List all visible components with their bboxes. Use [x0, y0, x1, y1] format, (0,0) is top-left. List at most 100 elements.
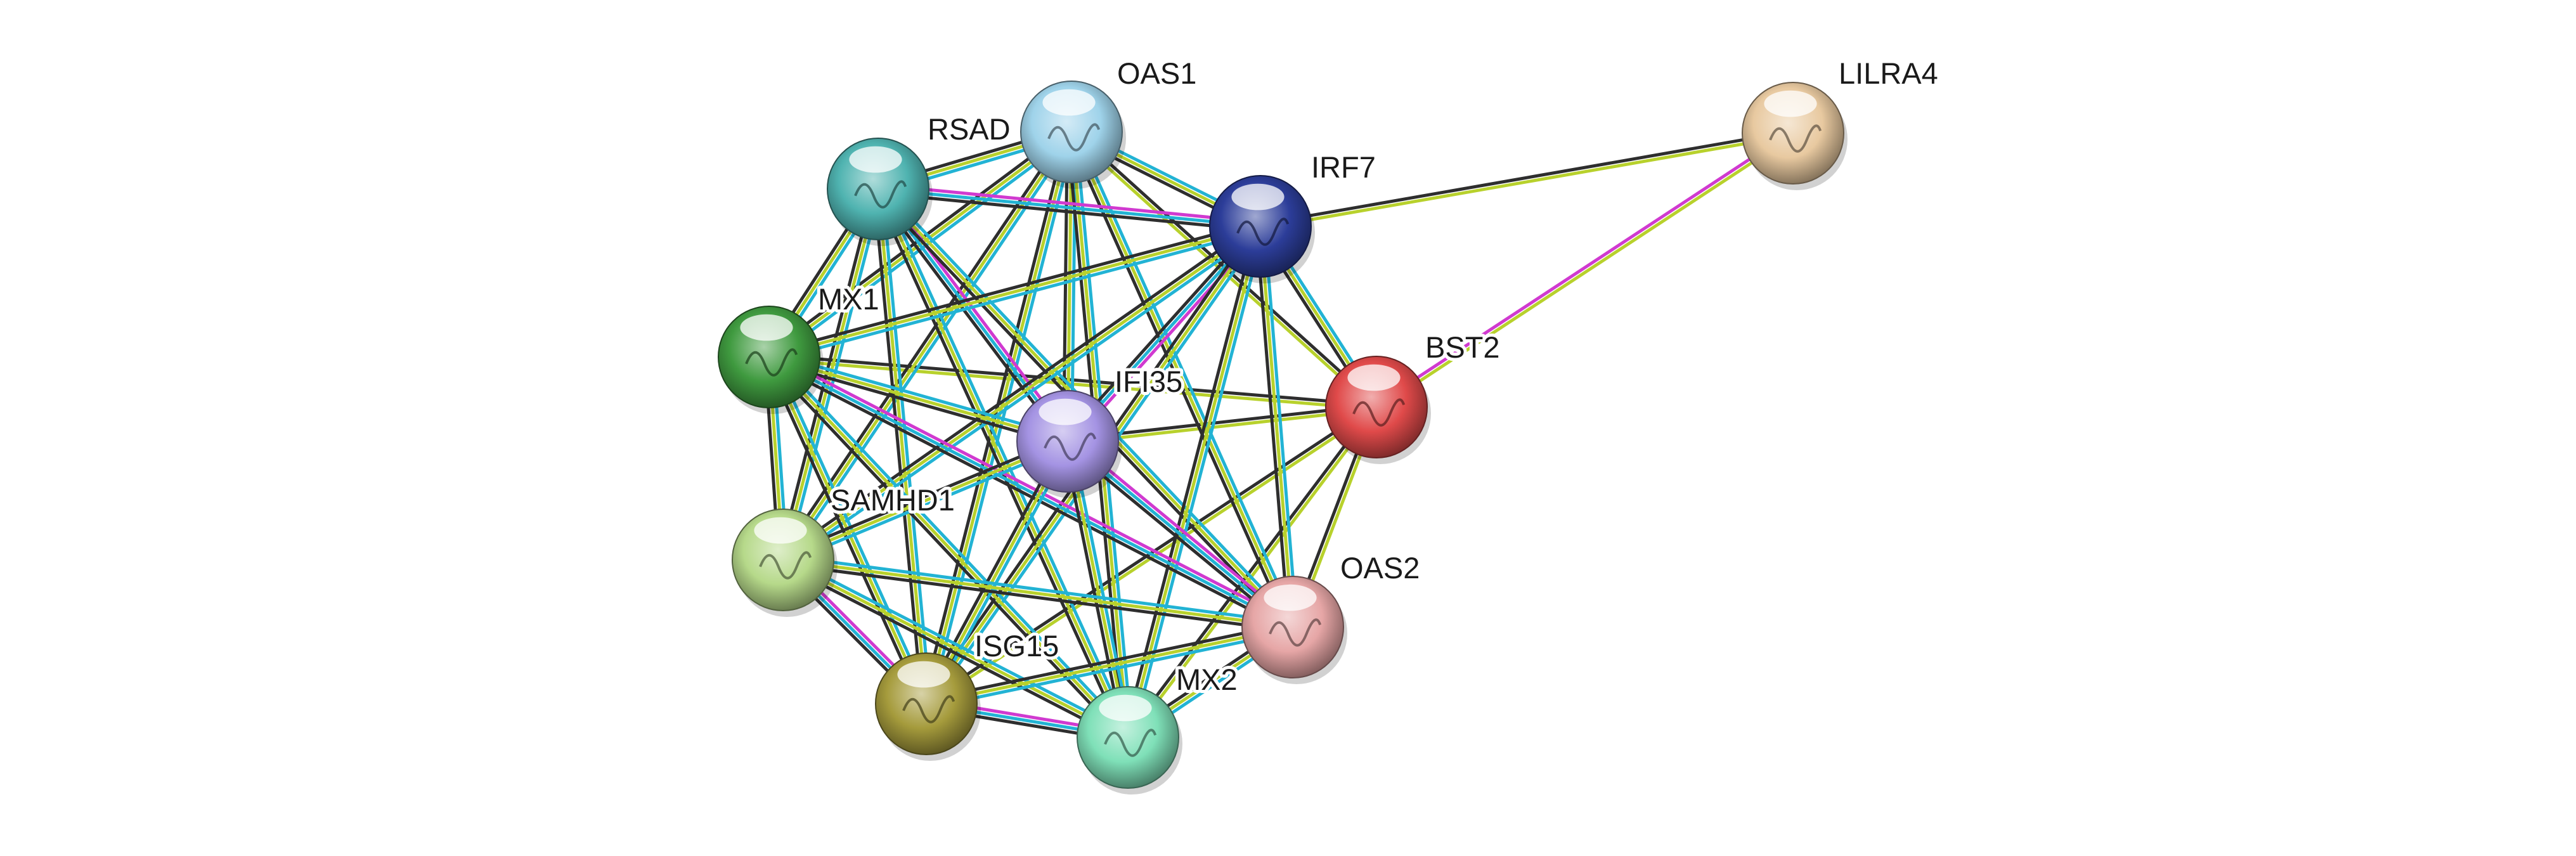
- node-highlight: [1764, 90, 1817, 117]
- edge-line-database: [768, 351, 1071, 439]
- edge-line-database: [771, 353, 932, 704]
- edge-line-experimental: [1373, 129, 1794, 407]
- edge-line-textmining: [781, 439, 1070, 562]
- edge-line-coexpression: [780, 562, 1294, 633]
- node-highlight: [1231, 183, 1285, 211]
- edge-irf7-samhd1[interactable]: [779, 221, 1265, 565]
- edge-line-experimental: [879, 185, 1073, 441]
- node-highlight: [754, 517, 807, 544]
- node-oas2[interactable]: OAS2: [1241, 548, 1423, 684]
- edge-irf7-mx1[interactable]: [766, 221, 1264, 363]
- edge-line-coexpression: [924, 621, 1294, 702]
- node-highlight: [1042, 89, 1096, 116]
- edge-line-textmining: [781, 224, 1262, 562]
- protein-structure-icon: [1236, 217, 1290, 246]
- edge-line-textmining: [781, 558, 1130, 739]
- protein-structure-icon: [854, 180, 907, 209]
- edge-ifi35-samhd1[interactable]: [780, 436, 1071, 566]
- node-bst2[interactable]: BST2: [1325, 327, 1503, 464]
- node-rsad[interactable]: RSAD: [827, 109, 1014, 246]
- node-label: BST2: [1425, 330, 1500, 364]
- edge-line-experimental: [877, 183, 1263, 224]
- edge-line-database: [876, 187, 1262, 228]
- edge-line-database: [782, 554, 1295, 625]
- edge-line-textmining: [781, 558, 1295, 629]
- node-label: MX2: [1176, 663, 1238, 696]
- edge-line-coexpression: [1258, 129, 1794, 226]
- node-mx1[interactable]: MX1: [718, 279, 883, 414]
- edge-line-coexpression: [872, 188, 924, 706]
- edge-line-textmining: [1259, 133, 1796, 230]
- protein-structure-icon: [1104, 729, 1157, 757]
- node-label: MX1: [818, 282, 879, 316]
- node-oas1[interactable]: OAS1: [1020, 53, 1200, 189]
- protein-structure-icon: [1047, 123, 1101, 152]
- edge-line-coexpression: [765, 359, 1293, 633]
- edge-line-coexpression: [873, 190, 1066, 446]
- node-label: OAS1: [1117, 56, 1196, 90]
- edge-samhd1-mx2[interactable]: [779, 554, 1132, 743]
- node-label: SAMHD1: [831, 483, 955, 517]
- edge-line-coexpression: [1124, 404, 1376, 738]
- node-ifi35[interactable]: IFI35: [1016, 361, 1186, 498]
- edge-bst2-mx2[interactable]: [1124, 404, 1380, 741]
- edge-line-coexpression: [1122, 223, 1259, 738]
- node-highlight: [849, 146, 902, 173]
- edge-line-database: [876, 187, 1070, 443]
- edge-line-coexpression: [766, 221, 1261, 355]
- edge-line-coexpression: [1255, 225, 1291, 630]
- edge-line-textmining: [767, 355, 1070, 443]
- edge-mx1-isg15[interactable]: [763, 353, 932, 708]
- protein-structure-icon: [1769, 124, 1822, 153]
- edge-rsad-ifi35[interactable]: [873, 185, 1073, 446]
- edge-rsad-irf7[interactable]: [876, 183, 1263, 232]
- edge-line-database: [925, 629, 1295, 710]
- edge-line-coexpression: [763, 357, 924, 708]
- edge-line-coexpression: [779, 221, 1260, 559]
- edge-irf7-oas2[interactable]: [1255, 224, 1298, 630]
- protein-structure-icon: [1269, 618, 1322, 647]
- node-lilra4[interactable]: LILRA4: [1742, 53, 1941, 190]
- edge-line-textmining: [1259, 224, 1295, 629]
- node-highlight: [740, 314, 793, 341]
- edge-rsad-isg15[interactable]: [872, 186, 932, 706]
- node-label: IFI35: [1115, 365, 1182, 398]
- edge-line-textmining: [767, 355, 928, 706]
- edge-line-textmining: [1376, 133, 1796, 411]
- node-highlight: [1347, 364, 1401, 391]
- edge-line-database: [1262, 224, 1298, 628]
- edge-line-coexpression: [876, 191, 1262, 232]
- edge-line-database: [880, 186, 932, 705]
- node-label: ISG15: [974, 629, 1059, 663]
- edge-line-database: [784, 228, 1265, 565]
- node-label: LILRA4: [1839, 56, 1938, 90]
- edge-line-database: [770, 353, 1133, 737]
- edge-oas2-isg15[interactable]: [924, 621, 1295, 710]
- node-mx2[interactable]: MX2: [1077, 659, 1241, 794]
- protein-structure-icon: [759, 551, 812, 580]
- node-irf7[interactable]: IRF7: [1209, 147, 1379, 283]
- edge-line-database: [767, 355, 1295, 629]
- edge-line-database: [783, 554, 1132, 736]
- edge-mx1-ifi35[interactable]: [766, 351, 1071, 447]
- edge-irf7-lilra4[interactable]: [1258, 129, 1796, 230]
- node-highlight: [1099, 694, 1152, 722]
- node-highlight: [897, 661, 950, 688]
- protein-structure-icon: [1044, 432, 1097, 461]
- edge-line-coexpression: [779, 562, 1128, 743]
- edge-line-textmining: [876, 187, 928, 706]
- edge-mx1-oas2[interactable]: [765, 351, 1297, 633]
- edge-line-textmining: [1128, 406, 1380, 741]
- node-highlight: [1039, 398, 1092, 425]
- node-isg15[interactable]: ISG15: [875, 626, 1062, 761]
- edge-line-coexpression: [764, 358, 1127, 742]
- protein-structure-icon: [1352, 398, 1406, 427]
- node-samhd1[interactable]: SAMHD1: [732, 480, 958, 617]
- node-label: OAS2: [1340, 551, 1420, 585]
- edge-samhd1-oas2[interactable]: [780, 554, 1295, 633]
- edge-line-database: [768, 228, 1264, 363]
- edge-line-experimental: [769, 351, 1297, 625]
- edge-bst2-lilra4[interactable]: [1373, 129, 1796, 411]
